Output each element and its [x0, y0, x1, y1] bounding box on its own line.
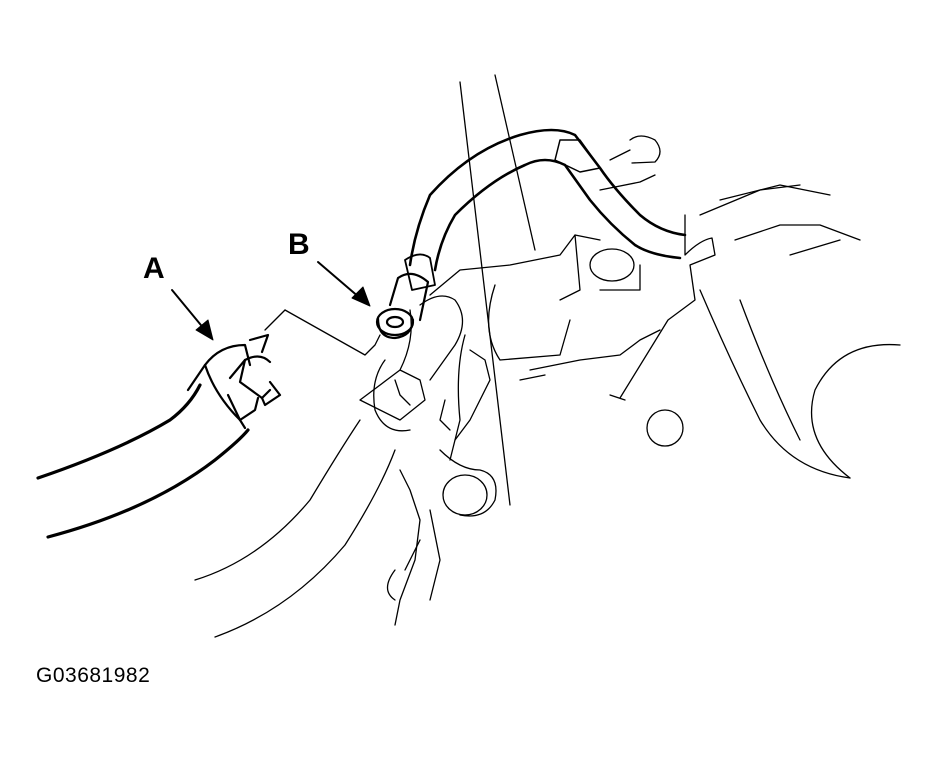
metal-pipe — [404, 128, 716, 399]
pipe-fitting-b — [375, 272, 430, 340]
figure-id: G03681982 — [36, 664, 151, 687]
callout-label-b: B — [288, 228, 310, 261]
hose-clamp-a — [186, 333, 282, 430]
rubber-hose-a — [36, 383, 250, 539]
callout-label-a: A — [143, 252, 165, 285]
callout-b-arrow — [317, 261, 371, 307]
callout-a-arrow — [171, 289, 214, 341]
lower-hose-outline — [194, 295, 464, 638]
engine-block-outline — [386, 74, 901, 626]
